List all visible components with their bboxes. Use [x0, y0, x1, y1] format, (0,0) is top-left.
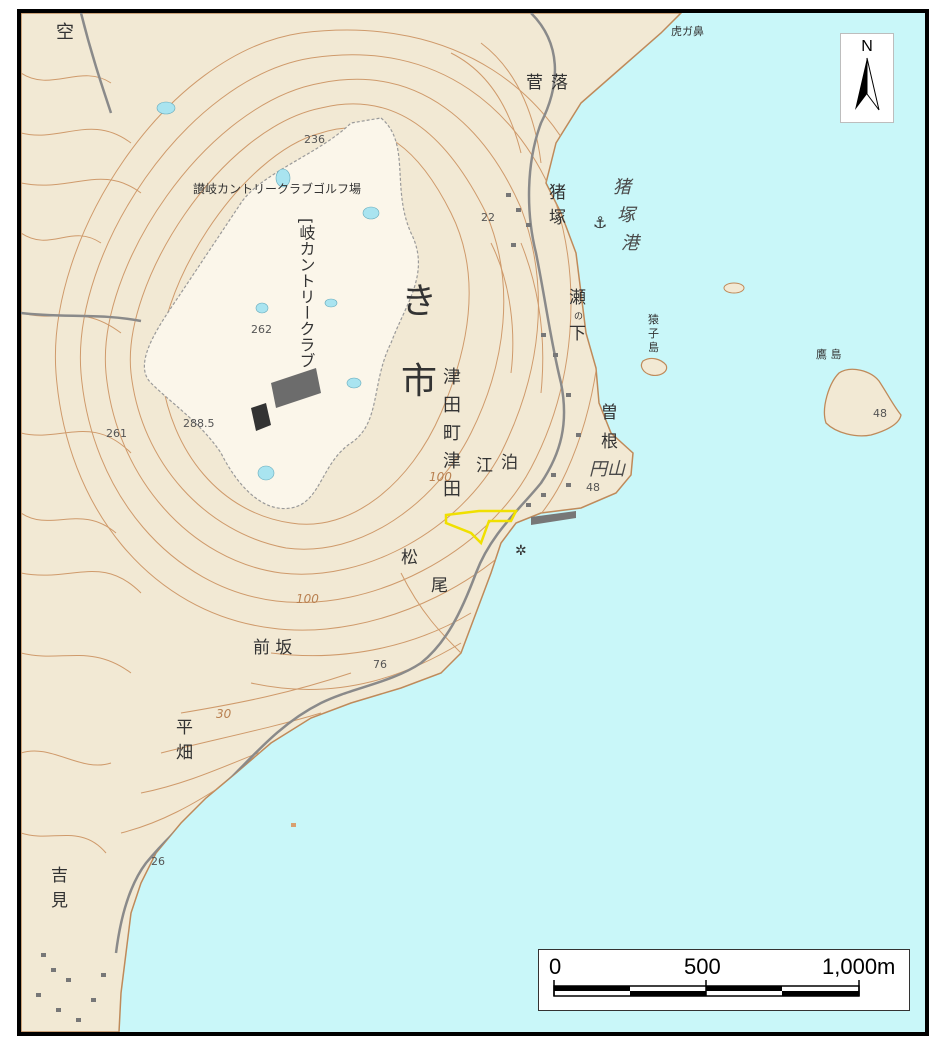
label-tsuda-1: 津: [443, 367, 461, 388]
golf-course-area: [143, 117, 420, 510]
spot-height-261: 261: [106, 427, 127, 440]
label-tsuda-3: 町: [443, 423, 461, 444]
label-inotsuka-1: 猪: [549, 183, 566, 203]
sarugoshima-island: [640, 357, 668, 376]
label-sugaochi-1: 菅: [526, 73, 543, 93]
spot-height-48b: 48: [873, 407, 887, 420]
label-torago-bana: 虎ガ鼻: [671, 24, 704, 38]
label-inotsuka-ko-3: 港: [621, 233, 642, 254]
spot-height-76: 76: [373, 658, 387, 671]
label-senoshita-3: 下: [569, 324, 586, 344]
north-arrow: N: [840, 33, 894, 123]
settlement-blocks: [36, 193, 581, 1022]
label-yoshimi-2: 見: [51, 891, 68, 911]
label-sanuki-golf: 讃岐カントリークラブゴルフ場: [193, 181, 361, 196]
label-inotsuka-2: 塚: [549, 208, 566, 228]
scale-label-0: 0: [549, 954, 562, 979]
label-inotsuka-ko-2: 塚: [617, 205, 638, 226]
label-matsuo-2: 尾: [431, 576, 448, 596]
label-city-shi: 市: [401, 361, 437, 402]
label-yoshimi-1: 吉: [51, 866, 68, 886]
label-maruyama: 円山: [589, 459, 626, 480]
lighthouse-icon: ✲: [515, 543, 527, 559]
label-city-ki: き: [401, 281, 437, 322]
scale-bar: 0 500 1,000m: [538, 949, 910, 1011]
label-hirahata-2: 畑: [176, 743, 193, 763]
label-sarugo-2: 子: [648, 327, 659, 340]
breakwater: [531, 511, 576, 525]
spot-height-26: 26: [151, 855, 165, 868]
contour-label-100a: 100: [429, 470, 452, 484]
spot-height-236: 236: [304, 133, 325, 146]
scale-label-500: 500: [684, 954, 721, 979]
topographic-map[interactable]: ⚓ ✲ 空 虎ガ鼻 菅 落 猪 塚 猪 塚 港 瀬 の 下 猿 子 島 鷹 島 …: [21, 13, 925, 1032]
label-matsuo-1: 松: [401, 548, 418, 568]
label-inotsuka-ko-1: 猪: [613, 177, 634, 198]
label-edomari-2: 泊: [501, 453, 518, 473]
label-sone-1: 曽: [601, 403, 618, 423]
contour-lines: [21, 29, 603, 854]
scale-bar-graphic: [553, 980, 860, 997]
label-maesaka: 前 坂: [253, 638, 292, 658]
label-senoshita-2: の: [574, 312, 583, 322]
site-outline[interactable]: [444, 509, 519, 546]
label-sugaochi-2: 落: [551, 73, 568, 93]
spot-height-262: 262: [251, 323, 272, 336]
ponds: [156, 101, 380, 481]
label-takashima: 鷹 島: [816, 347, 842, 361]
spot-height-22: 22: [481, 211, 495, 224]
label-senoshita-1: 瀬: [569, 288, 586, 308]
north-label: N: [861, 38, 873, 55]
label-tsuda-4: 津: [443, 451, 461, 472]
label-sora: 空: [56, 22, 74, 43]
label-hirahata-1: 平: [176, 718, 193, 738]
scale-label-1000m: 1,000m: [822, 954, 896, 979]
label-edomari-1: 江: [476, 456, 493, 476]
clubhouse-building: [251, 368, 321, 431]
anchor-icon: ⚓: [593, 213, 607, 232]
north-arrow-icon: [855, 57, 880, 111]
label-sarugo-1: 猿: [648, 312, 659, 326]
contour-label-30: 30: [216, 707, 232, 721]
label-kicountry: [岐カントリークラブ: [297, 218, 316, 368]
label-sarugo-3: 島: [648, 340, 659, 354]
rock-marker: [291, 823, 296, 827]
takashima-island: [823, 368, 902, 437]
spot-height-48a: 48: [586, 481, 600, 494]
label-tsuda-2: 田: [443, 395, 461, 416]
spot-height-288: 288.5: [183, 417, 215, 430]
label-tsuda-5: 田: [443, 479, 461, 500]
rock-islet: [723, 282, 745, 294]
contour-label-100b: 100: [296, 592, 319, 606]
label-sone-2: 根: [601, 432, 618, 452]
map-frame: ⚓ ✲ 空 虎ガ鼻 菅 落 猪 塚 猪 塚 港 瀬 の 下 猿 子 島 鷹 島 …: [17, 9, 929, 1036]
